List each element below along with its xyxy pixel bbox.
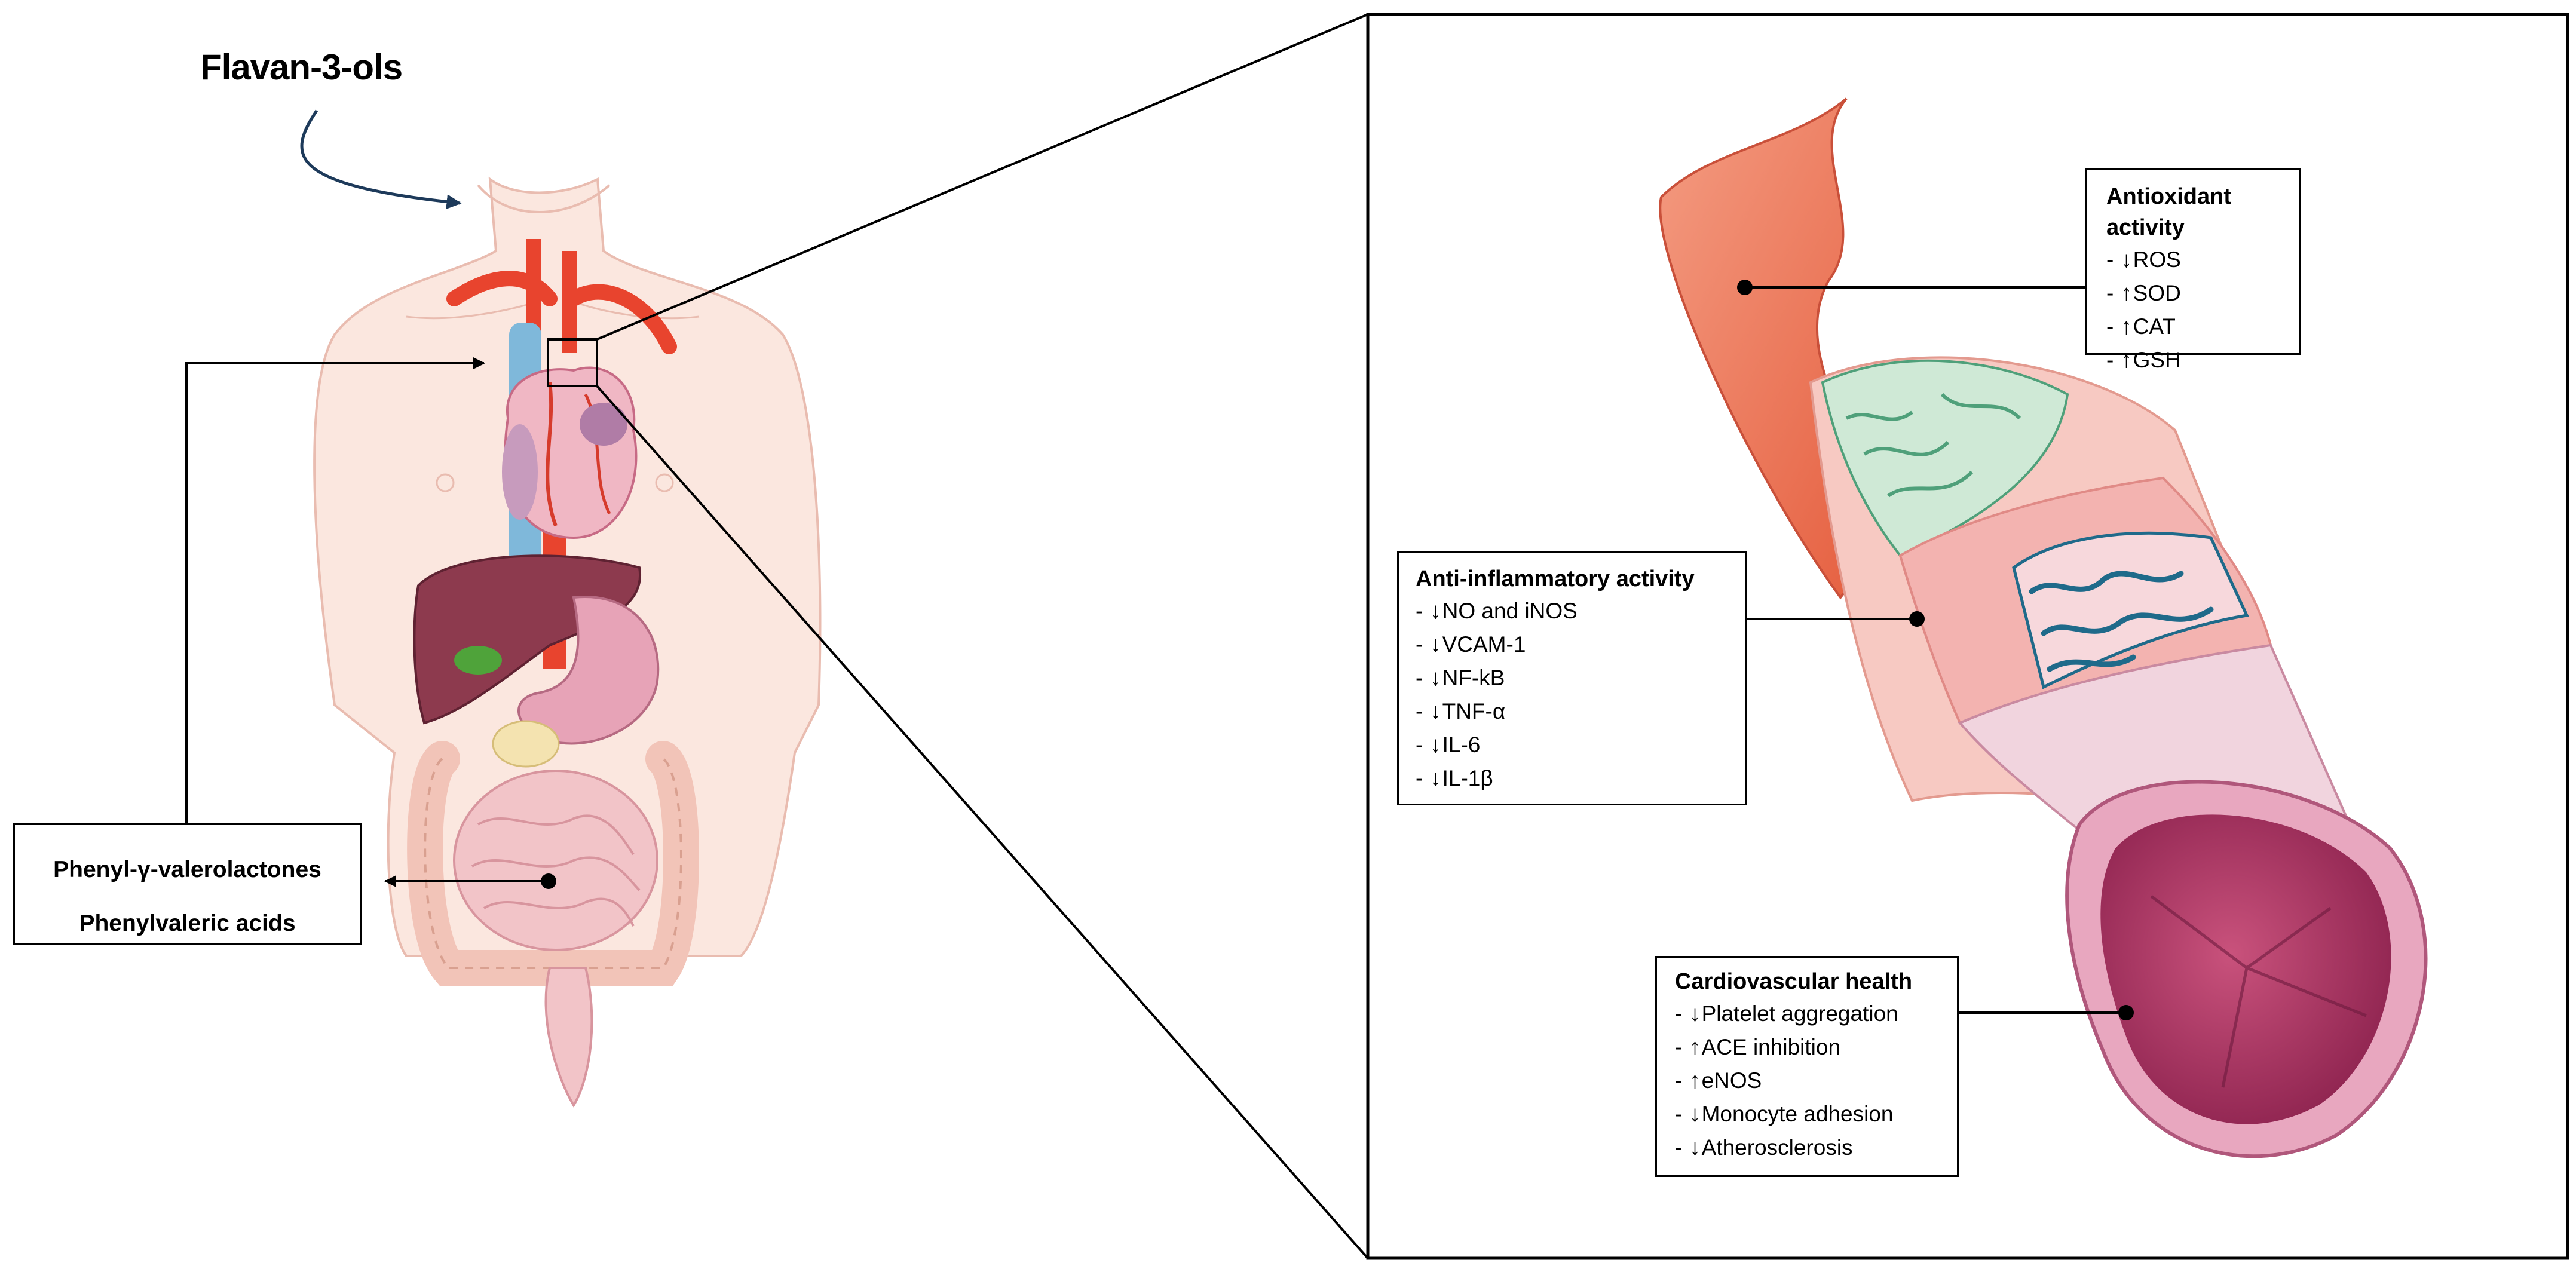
direction-arrow-icon: ↓ <box>1430 766 1442 791</box>
inflam-dot <box>1909 611 1925 627</box>
list-item: - ↓NF-kB <box>1416 661 1745 695</box>
direction-arrow-icon: ↑ <box>1689 1068 1701 1093</box>
direction-arrow-icon: ↓ <box>1430 732 1442 758</box>
direction-arrow-icon: ↓ <box>1430 599 1442 624</box>
direction-arrow-icon: ↑ <box>1689 1035 1701 1060</box>
list-item: - ↑SOD <box>2106 277 2299 310</box>
list-item: - ↓VCAM-1 <box>1416 628 1745 661</box>
metabolite-item-1: Phenyl-γ-valerolactones <box>53 857 321 882</box>
antiox-dot <box>1737 280 1753 295</box>
inflammatory-list: - ↓NO and iNOS - ↓VCAM-1 - ↓NF-kB - ↓TNF… <box>1416 594 1745 795</box>
circulatory-system <box>446 239 677 669</box>
direction-arrow-icon: ↓ <box>1430 632 1442 657</box>
direction-arrow-icon: ↑ <box>2121 281 2133 306</box>
list-item: - ↑CAT <box>2106 310 2299 344</box>
zoom-line-bottom <box>596 385 1369 1259</box>
cardiovascular-title: Cardiovascular health <box>1675 969 1913 994</box>
small-intestine <box>453 770 658 951</box>
zoom-source-box <box>547 338 598 387</box>
stomach <box>517 596 660 745</box>
zoom-line-top <box>596 13 1368 341</box>
direction-arrow-icon: ↑ <box>2121 314 2133 339</box>
cardiovascular-box: Cardiovascular health - ↓Platelet aggreg… <box>1655 956 1959 1177</box>
list-item: - ↓IL-1β <box>1416 762 1745 795</box>
metabolite-item-2: Phenylvaleric acids <box>79 911 296 936</box>
list-item: - ↓Monocyte adhesion <box>1675 1098 1957 1131</box>
digestive-system <box>407 554 699 1108</box>
right-nipple <box>655 473 674 492</box>
direction-arrow-icon: ↓ <box>1430 699 1442 724</box>
list-item: - ↓ROS <box>2106 243 2299 277</box>
list-item: - ↓NO and iNOS <box>1416 594 1745 628</box>
list-item: - ↓Atherosclerosis <box>1675 1131 1957 1164</box>
gut-marker-dot <box>541 873 556 889</box>
diagram-title: Flavan-3-ols <box>200 47 403 87</box>
direction-arrow-icon: ↓ <box>1689 1102 1701 1127</box>
antioxidant-box: Antioxidant activity - ↓ROS - ↑SOD - ↑CA… <box>2085 168 2301 373</box>
intake-arrow <box>300 109 462 210</box>
blood-vessel <box>1659 97 2428 1158</box>
direction-arrow-icon: ↓ <box>1689 1001 1701 1026</box>
cardiovascular-list: - ↓Platelet aggregation - ↑ACE inhibitio… <box>1675 997 1957 1164</box>
list-item: - ↓TNF-α <box>1416 695 1745 728</box>
list-item: - ↑GSH <box>2106 344 2299 377</box>
list-item: - ↓IL-6 <box>1416 728 1745 762</box>
direction-arrow-icon: ↓ <box>2121 247 2133 272</box>
circulation-arrow <box>185 357 485 823</box>
list-item: - ↑ACE inhibition <box>1675 1031 1957 1064</box>
list-item: - ↑eNOS <box>1675 1064 1957 1098</box>
antioxidant-title: Antioxidant activity <box>2106 184 2231 240</box>
zoom-panel <box>1366 13 2569 1260</box>
direction-arrow-icon: ↓ <box>1430 666 1442 691</box>
inflammatory-box: Anti-inflammatory activity - ↓NO and iNO… <box>1397 551 1747 805</box>
antioxidant-list: - ↓ROS - ↑SOD - ↑CAT - ↑GSH <box>2106 243 2299 377</box>
inflammatory-title: Anti-inflammatory activity <box>1416 566 1695 591</box>
left-nipple <box>436 473 455 492</box>
cardio-dot <box>2118 1005 2134 1020</box>
metabolites-box: Phenyl-γ-valerolactones Phenylvaleric ac… <box>13 823 362 945</box>
direction-arrow-icon: ↓ <box>1689 1135 1701 1160</box>
direction-arrow-icon: ↑ <box>2121 348 2133 373</box>
list-item: - ↓Platelet aggregation <box>1675 997 1957 1031</box>
